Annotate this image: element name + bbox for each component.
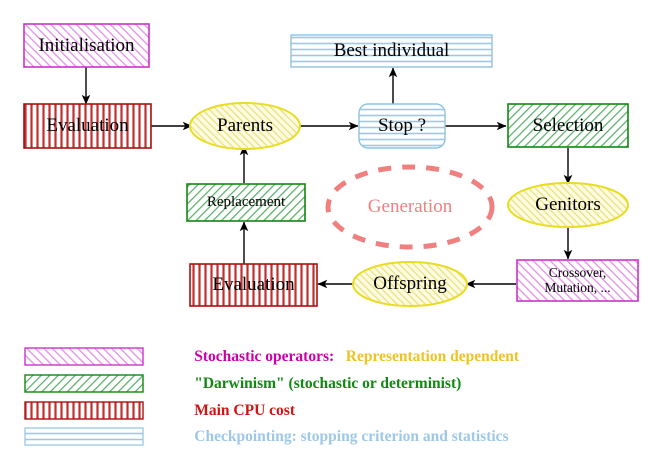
node-evaluation-bottom[interactable] — [189, 263, 318, 307]
legend-swatch-slot — [25, 428, 143, 445]
legend-label-stochastic-operators: Stochastic operators: Representation dep… — [171, 330, 519, 384]
node-selection[interactable] — [507, 103, 629, 148]
node-offspring[interactable] — [352, 261, 468, 307]
node-initialisation[interactable] — [23, 23, 150, 68]
legend-swatch-slot — [25, 375, 143, 392]
node-genitors[interactable] — [507, 182, 629, 228]
legend-text-part1: Main CPU cost — [194, 401, 295, 419]
node-evaluation-top[interactable] — [23, 103, 152, 149]
legend-swatch-blue-horizontal — [24, 427, 144, 446]
legend-swatch-red-vertical — [24, 401, 144, 420]
legend-text-part2: Representation dependent — [341, 347, 520, 365]
legend-label-main-cpu-cost: Main CPU cost — [171, 384, 295, 438]
legend-item-stochastic-operators: Stochastic operators: Representation dep… — [25, 347, 625, 366]
legend-swatch-magenta-diagonal — [24, 347, 144, 366]
legend-swatch-slot — [25, 348, 143, 365]
node-best-individual[interactable] — [290, 34, 493, 68]
legend-text-part1: Checkpointing: stopping criterion and st… — [194, 427, 509, 445]
legend-label-darwinism: "Darwinism" (stochastic or determinist) — [171, 357, 461, 411]
node-parents[interactable] — [189, 102, 301, 150]
legend-swatch-green-diagonal — [24, 374, 144, 393]
legend-item-main-cpu-cost: Main CPU cost — [25, 401, 625, 420]
legend-text-part1: "Darwinism" (stochastic or determinist) — [194, 374, 462, 392]
legend-item-checkpointing: Checkpointing: stopping criterion and st… — [25, 427, 625, 446]
connector-group — [81, 67, 573, 289]
node-stop[interactable] — [358, 103, 446, 149]
legend-swatch-slot — [25, 402, 143, 419]
legend-text-part1: Stochastic operators: — [194, 347, 342, 365]
legend-item-darwinism: "Darwinism" (stochastic or determinist) — [25, 374, 625, 393]
legend-label-checkpointing: Checkpointing: stopping criterion and st… — [171, 410, 509, 464]
node-crossover-mutation[interactable] — [516, 259, 639, 302]
node-replacement[interactable] — [186, 183, 306, 222]
node-generation — [325, 164, 495, 250]
